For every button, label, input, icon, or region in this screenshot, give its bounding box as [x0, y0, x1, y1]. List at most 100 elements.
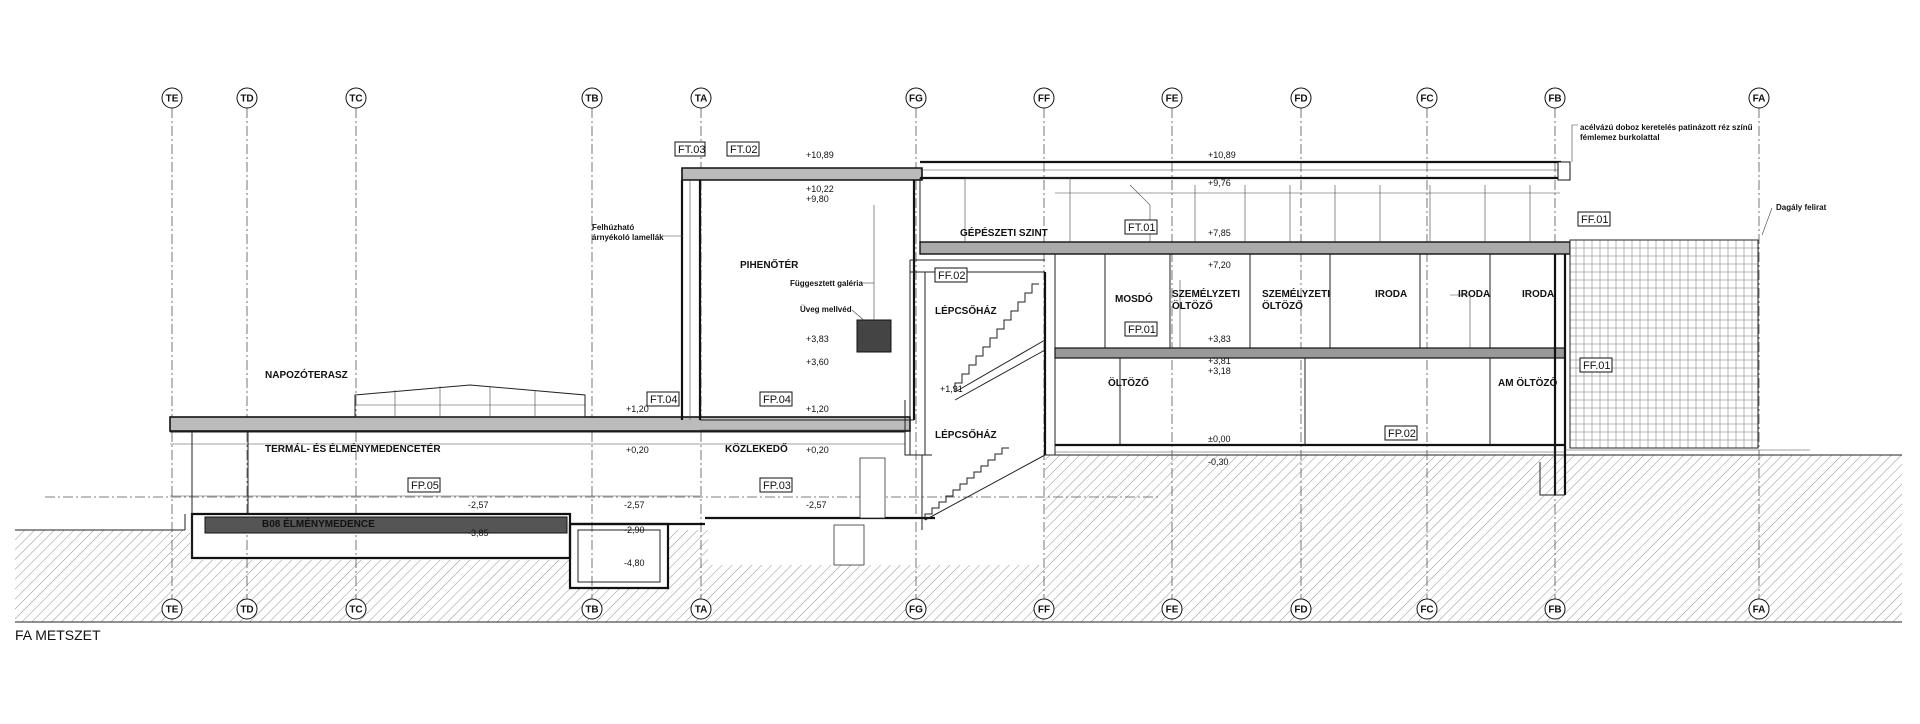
elev-257-a: -2,57: [468, 500, 489, 510]
drawing-title: FA METSZET: [15, 627, 101, 643]
room-termal: TERMÁL- ÉS ÉLMÉNYMEDENCETÉR: [265, 442, 441, 455]
elev-1089-office: +10,89: [1208, 150, 1236, 160]
note-galeria: Függesztett galéria: [790, 279, 863, 288]
axis-label-tc-bottom: TC: [349, 605, 362, 616]
svg-text:FT.01: FT.01: [1128, 222, 1156, 234]
note-lamella-1: Felhúzható: [592, 223, 634, 232]
staircase-lower: [924, 447, 1046, 521]
room-oltozo-1: ÖLTÖZŐ: [1172, 299, 1213, 312]
room-oltozo-2: ÖLTÖZŐ: [1262, 299, 1303, 312]
elev-1089-tower: +10,89: [806, 150, 834, 160]
elev-000: ±0,00: [1208, 434, 1230, 444]
staircase-upper: [954, 283, 1046, 401]
elev-980: +9,80: [806, 194, 829, 204]
elev-360: +3,60: [806, 357, 829, 367]
tag-ft02: FT.02: [726, 141, 760, 157]
axis-bubble-te-bottom: [161, 598, 183, 620]
axis-label-td-top: TD: [240, 94, 253, 105]
axis-label-fb-top: FB: [1548, 94, 1561, 105]
axis-bubble-ff-bottom: [1033, 598, 1055, 620]
tag-ft01: FT.01: [1124, 219, 1158, 235]
elev-480: -4,80: [624, 558, 645, 568]
axis-bubble-fd-bottom: [1290, 598, 1312, 620]
annotations: Felhúzható árnyékoló lamellák Függesztet…: [592, 123, 1827, 323]
note-acel-2: fémlemez burkolattal: [1580, 133, 1660, 142]
axis-label-fc-top: FC: [1420, 94, 1433, 105]
tag-ff01-lower: FF.01: [1579, 357, 1613, 373]
axis-label-fd-bottom: FD: [1294, 605, 1307, 616]
axis-label-tc-top: TC: [349, 94, 362, 105]
svg-text:FP.03: FP.03: [763, 480, 791, 492]
room-iroda-2: IRODA: [1458, 289, 1490, 300]
room-oltozo: ÖLTÖZŐ: [1108, 376, 1149, 389]
elev-030: -0,30: [1208, 457, 1229, 467]
room-labels: NAPOZÓTERASZ TERMÁL- ÉS ÉLMÉNYMEDENCETÉR…: [262, 226, 1557, 530]
axis-label-ff-top: FF: [1038, 94, 1050, 105]
svg-text:FF.01: FF.01: [1581, 214, 1609, 226]
elev-383-tower: +3,83: [806, 334, 829, 344]
axis-label-fa-bottom: FA: [1753, 605, 1766, 616]
axis-label-fg-bottom: FG: [909, 605, 923, 616]
axis-bubble-tb-bottom: [581, 598, 603, 620]
elev-191: +1,91: [940, 384, 963, 394]
note-acel-1: acélvázú doboz keretelés patinázott réz …: [1580, 123, 1753, 132]
svg-text:FP.04: FP.04: [763, 394, 791, 406]
axis-label-ff-bottom: FF: [1038, 605, 1050, 616]
svg-text:FF.02: FF.02: [938, 270, 966, 282]
elev-120-left: +1,20: [626, 404, 649, 414]
elev-720: +7,20: [1208, 260, 1231, 270]
room-szemelyzeti-1: SZEMÉLYZETI: [1172, 287, 1240, 300]
axis-label-fc-bottom: FC: [1420, 605, 1433, 616]
room-pihenoter: PIHENŐTÉR: [740, 258, 799, 271]
axis-bubble-ff-top: [1033, 87, 1055, 109]
structure-tags: FT.03 FT.02 FT.04 FP.04 FP.03 FP.05 FF.0…: [407, 141, 1613, 493]
tag-fp01: FP.01: [1124, 321, 1158, 337]
axis-label-fe-bottom: FE: [1166, 605, 1179, 616]
note-melved: Üveg mellvéd: [800, 305, 852, 314]
axis-bubble-fa-top: [1748, 87, 1770, 109]
axis-label-fb-bottom: FB: [1548, 605, 1561, 616]
tag-ft03: FT.03: [674, 141, 706, 157]
room-am-oltozo: AM ÖLTÖZŐ: [1498, 376, 1557, 389]
axis-bubble-td-bottom: [236, 598, 258, 620]
axis-label-td-bottom: TD: [240, 605, 253, 616]
room-gepeszeti: GÉPÉSZETI SZINT: [960, 226, 1048, 239]
room-mosdo: MOSDÓ: [1115, 292, 1153, 305]
elev-976: +9,76: [1208, 178, 1231, 188]
axis-bubble-fc-bottom: [1416, 598, 1438, 620]
elev-381: +3,81: [1208, 356, 1231, 366]
building-structure: [169, 160, 1810, 590]
note-dagaly: Dagály felirat: [1776, 203, 1827, 212]
axis-label-tb-top: TB: [585, 94, 598, 105]
elev-120-right: +1,20: [806, 404, 829, 414]
tag-ff01-upper: FF.01: [1577, 211, 1611, 227]
elevation-marks: +10,89 +10,22 +9,80 +3,83 +3,60 +1,20 +1…: [468, 150, 1236, 568]
axis-label-fd-top: FD: [1294, 94, 1307, 105]
elev-257-b: -2,57: [624, 500, 645, 510]
room-lepcsohaz-upper: LÉPCSŐHÁZ: [935, 304, 997, 317]
axis-bubble-ta-bottom: [690, 598, 712, 620]
axis-bubble-td-top: [236, 87, 258, 109]
elev-385: -3,85: [468, 528, 489, 538]
elev-318: +3,18: [1208, 366, 1231, 376]
room-b08: B08 ÉLMÉNYMEDENCE: [262, 517, 375, 530]
tag-fp02: FP.02: [1384, 425, 1418, 441]
svg-text:FP.01: FP.01: [1128, 324, 1156, 336]
axis-bubble-tc-bottom: [345, 598, 367, 620]
axis-bubble-fb-top: [1544, 87, 1566, 109]
elev-290: -2,90: [624, 525, 645, 535]
elev-020-right: +0,20: [806, 445, 829, 455]
elev-383-office: +3,83: [1208, 334, 1231, 344]
axis-bubble-fd-top: [1290, 87, 1312, 109]
tag-fp05: FP.05: [407, 477, 441, 493]
axis-bubble-fe-bottom: [1161, 598, 1183, 620]
room-szemelyzeti-2: SZEMÉLYZETI: [1262, 287, 1330, 300]
axis-bubble-ta-top: [690, 87, 712, 109]
svg-text:FP.02: FP.02: [1388, 428, 1416, 440]
elev-1022: +10,22: [806, 184, 834, 194]
axis-label-fa-top: FA: [1753, 94, 1766, 105]
svg-text:FT.03: FT.03: [678, 144, 706, 156]
tag-fp03: FP.03: [759, 477, 793, 493]
room-iroda-3: IRODA: [1522, 289, 1554, 300]
axis-bubble-fe-top: [1161, 87, 1183, 109]
